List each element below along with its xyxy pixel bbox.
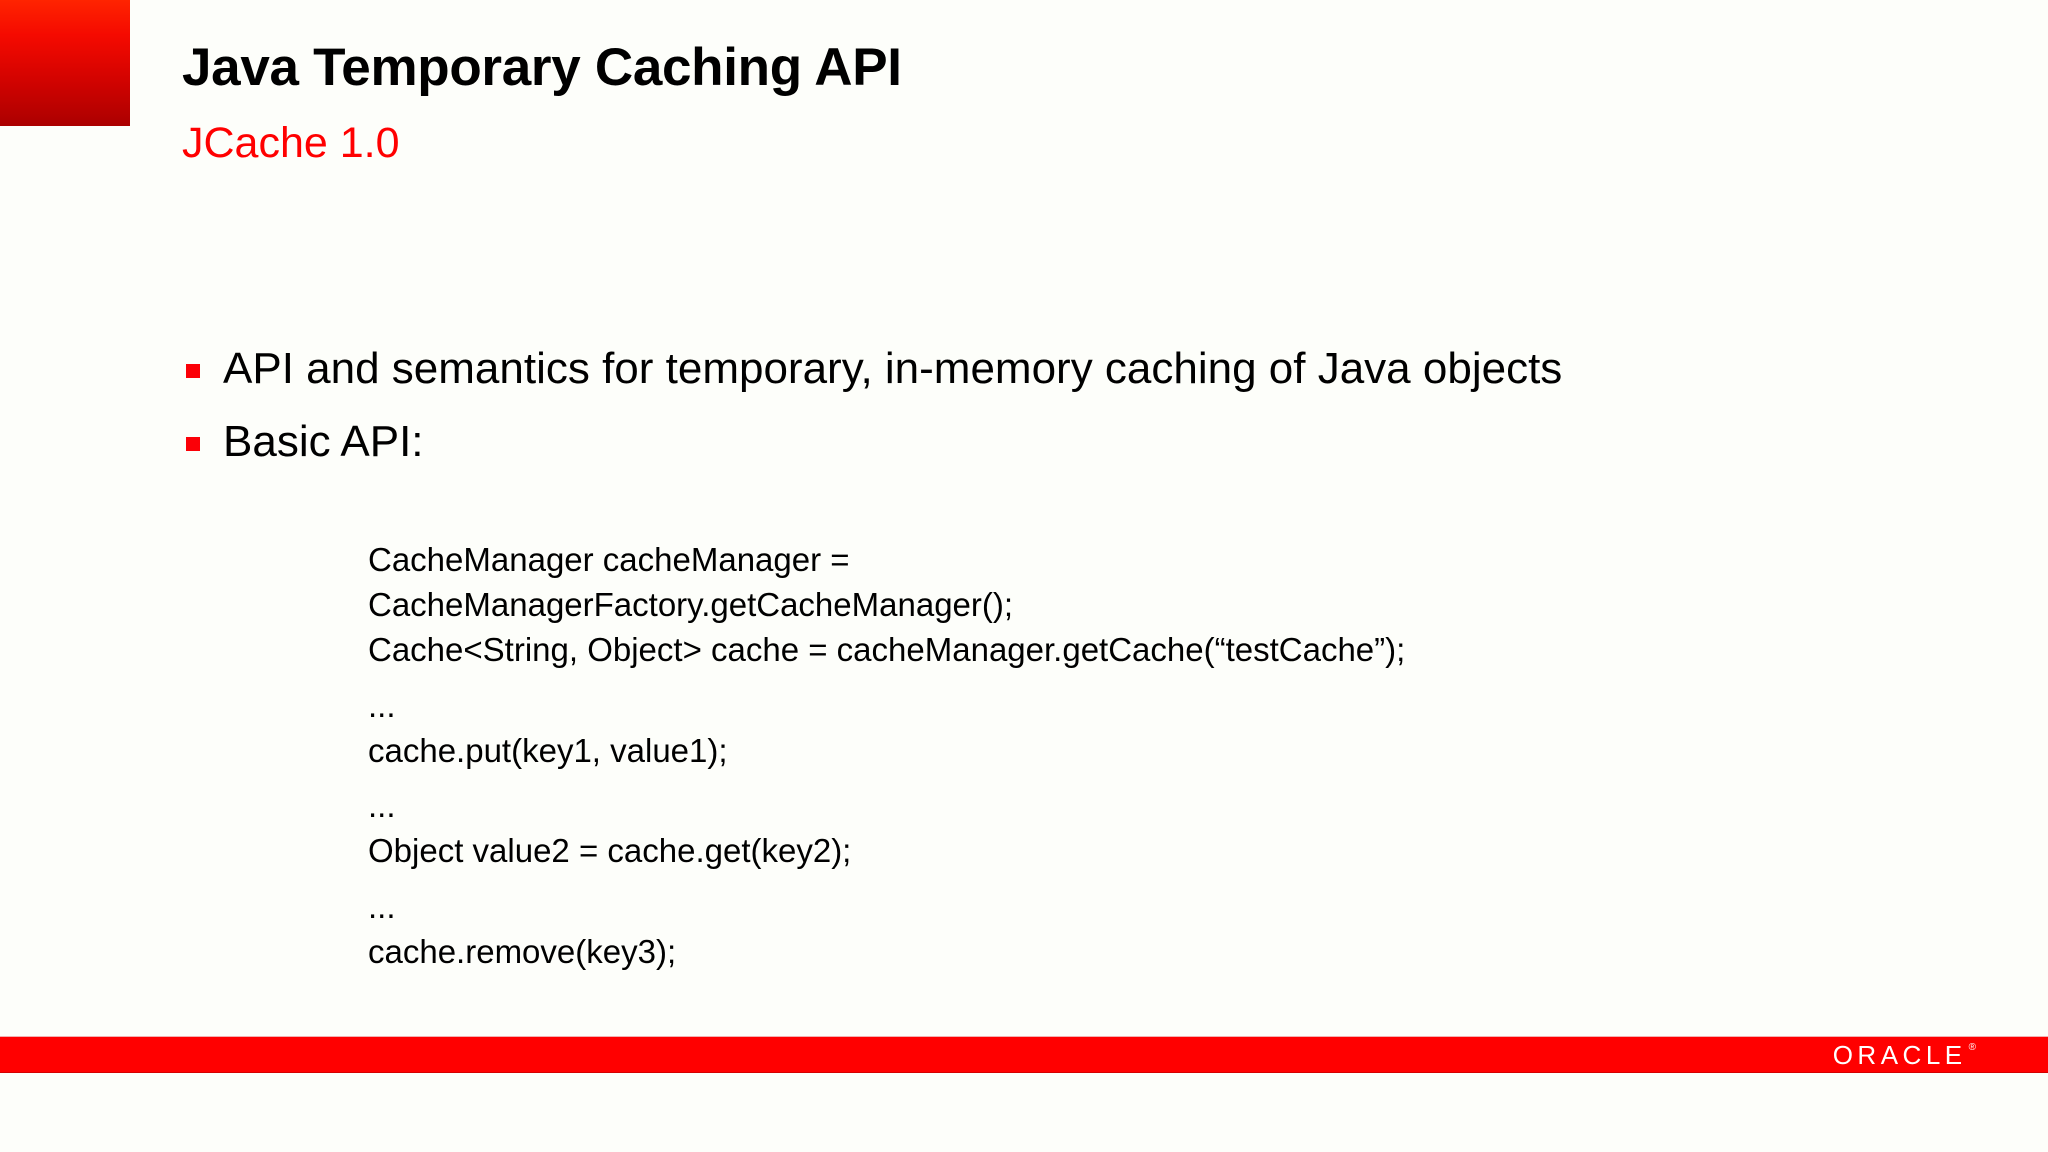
oracle-logo: ORACLE ® (1833, 1042, 1976, 1068)
code-line: cache.put(key1, value1); (368, 731, 728, 769)
page-subtitle: JCache 1.0 (182, 119, 400, 168)
code-line: CacheManager cacheManager = (368, 541, 850, 578)
square-bullet-icon (186, 436, 200, 451)
code-line-ellipsis: ... (368, 888, 396, 926)
code-line-ellipsis: ... (368, 686, 396, 724)
footer-bar (0, 1036, 2048, 1073)
slide-header: Java Temporary Caching API JCache 1.0 (182, 38, 1982, 169)
list-item: Basic API: (186, 415, 2026, 470)
page-title: Java Temporary Caching API (182, 38, 902, 97)
code-line: Cache<String, Object> cache = cacheManag… (368, 630, 1406, 668)
slide-body: API and semantics for temporary, in-memo… (186, 342, 2026, 487)
list-item: API and semantics for temporary, in-memo… (186, 342, 2026, 397)
bullet-label: API and semantics for temporary, in-memo… (223, 344, 1563, 393)
bullet-label: Basic API: (223, 416, 424, 466)
oracle-wordmark: ORACLE (1832, 1040, 1967, 1070)
code-line: Object value2 = cache.get(key2); (368, 832, 852, 870)
brand-corner-block (0, 0, 130, 126)
code-line: cache.remove(key3); (368, 933, 677, 970)
square-bullet-icon (186, 364, 200, 378)
code-line-ellipsis: ... (368, 787, 396, 825)
code-sample: CacheManager cacheManager = CacheManager… (368, 538, 1405, 975)
registered-trademark-icon: ® (1968, 1042, 1976, 1053)
code-line: CacheManagerFactory.getCacheManager(); (368, 585, 1014, 623)
